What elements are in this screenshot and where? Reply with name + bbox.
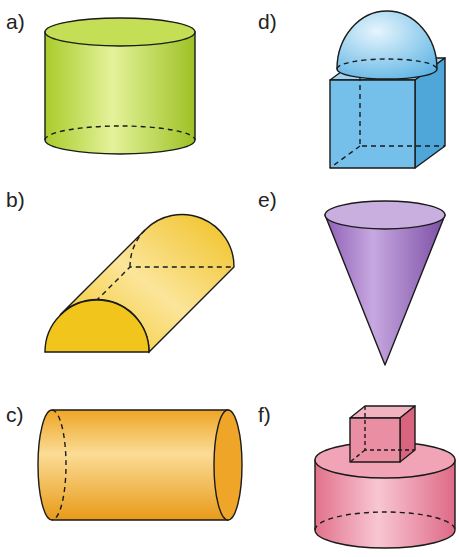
figure-letter: c) xyxy=(6,403,24,426)
cube-with-hemisphere xyxy=(330,11,445,168)
cone xyxy=(325,201,445,365)
figure-letter: b) xyxy=(6,188,25,211)
cylinder-with-cube xyxy=(315,406,455,548)
figure-letter: e) xyxy=(258,188,277,211)
lying-cylinder xyxy=(38,410,242,520)
half-cylinder xyxy=(45,215,234,352)
figure-letter: d) xyxy=(258,10,277,33)
figure-letter: a) xyxy=(6,10,25,33)
cylinder xyxy=(45,18,195,154)
figure-letter: f) xyxy=(258,403,271,426)
